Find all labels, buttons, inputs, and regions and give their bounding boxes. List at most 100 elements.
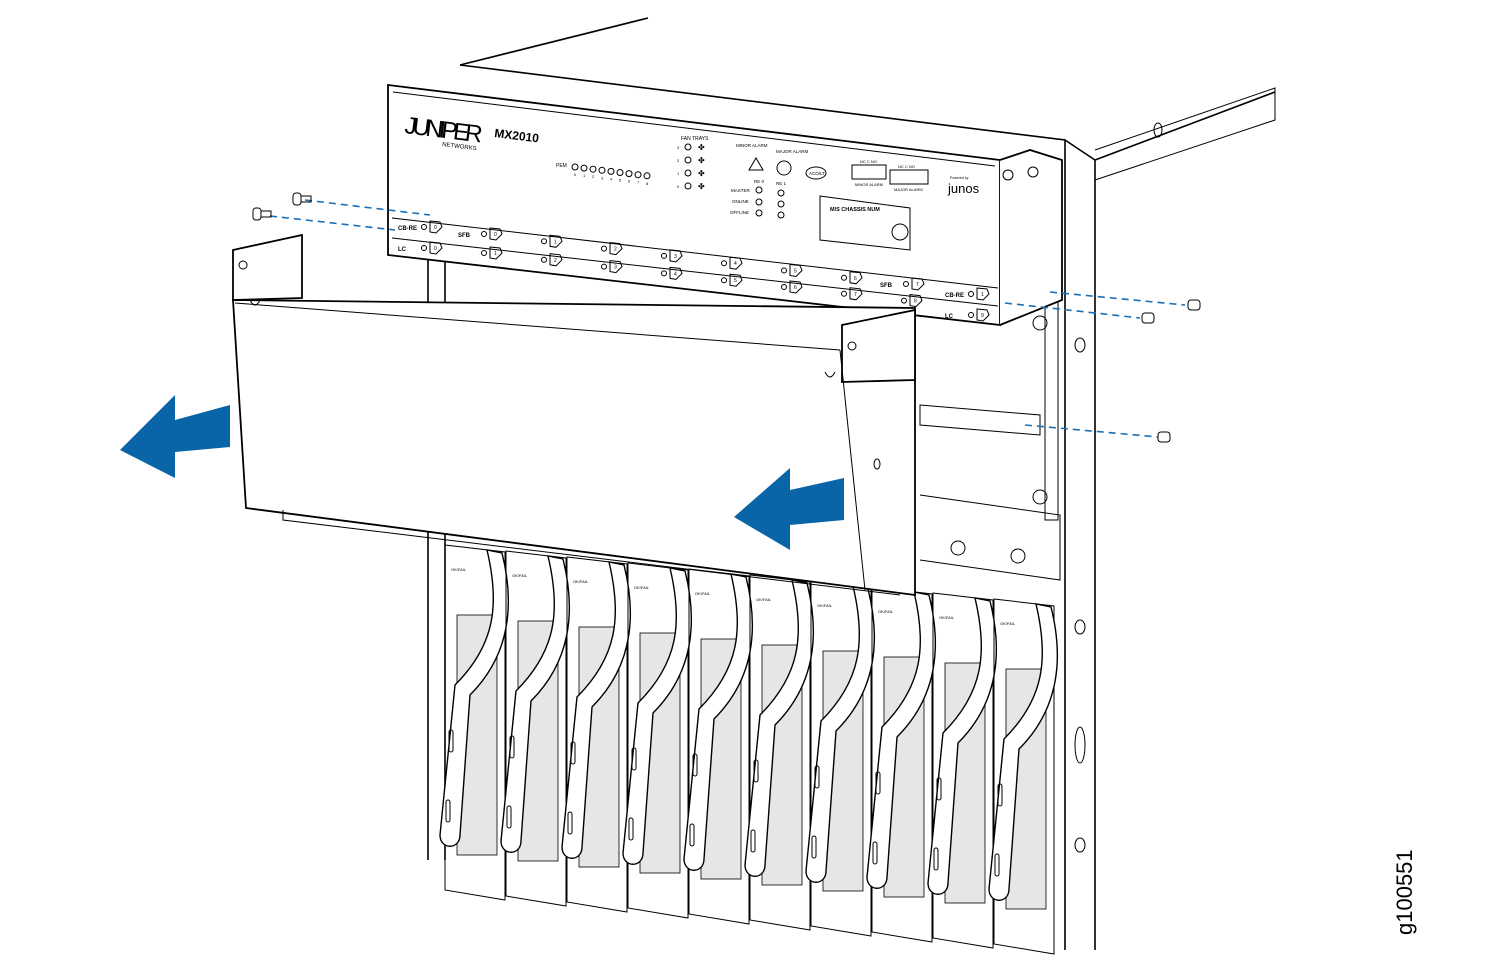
- lc-button[interactable]: [549, 253, 563, 267]
- fan-tray-number: 2: [677, 158, 680, 163]
- relay-contacts-label-2: NC C NO: [898, 164, 915, 169]
- lc-led: [968, 312, 974, 318]
- lc-button[interactable]: [789, 280, 803, 294]
- relay-contacts-label: NC C NO: [860, 159, 877, 164]
- figure-id: g100551: [1392, 849, 1417, 935]
- model-label: MX2010: [494, 126, 540, 145]
- sfb-button[interactable]: [549, 234, 563, 248]
- sfb-button[interactable]: [911, 277, 925, 291]
- lc-number: 6: [794, 285, 797, 291]
- minor-alarm-label: MINOR ALARM: [736, 143, 768, 148]
- sfb-button[interactable]: [849, 271, 863, 285]
- minor-alarm-triangle-icon: [748, 157, 764, 171]
- sfb-button[interactable]: [729, 256, 743, 270]
- line-card: OK/FAIL: [744, 574, 815, 931]
- card-status-label: OK/FAIL: [512, 573, 528, 578]
- sfb-number: 0: [494, 232, 497, 238]
- cb-re-number: 0: [434, 225, 437, 231]
- fan-icon: ✤: [698, 169, 705, 178]
- pem-label: PEM: [556, 163, 567, 169]
- lc-led: [781, 284, 787, 290]
- fan-tray-number: 1: [677, 171, 680, 176]
- lc-button[interactable]: [909, 294, 923, 308]
- major-alarm-led: [776, 160, 792, 176]
- lc-number: 2: [554, 258, 557, 264]
- sfb-led: [481, 231, 487, 237]
- sfb-button[interactable]: [669, 249, 683, 263]
- major-alarm-relay: [889, 169, 929, 185]
- card-ejector-handle[interactable]: [744, 579, 815, 877]
- lc-button[interactable]: [729, 273, 743, 287]
- screw-icon: [1141, 312, 1155, 324]
- pem-number: 0: [574, 172, 577, 177]
- thumbscrew-icon: [891, 223, 909, 241]
- card-ejector-handle[interactable]: [500, 555, 571, 853]
- relay-minor-label: MINOR ALARM: [855, 182, 883, 187]
- card-status-label: OK/FAIL: [756, 597, 772, 602]
- card-ejector-handle[interactable]: [683, 573, 754, 871]
- lc-number: 7: [854, 292, 857, 298]
- sfb-number: 5: [794, 269, 797, 275]
- cb-re-led: [968, 291, 974, 297]
- line-card: OK/FAIL: [805, 580, 876, 937]
- pem-led: [580, 164, 588, 172]
- card-status-label: OK/FAIL: [573, 579, 589, 584]
- screw-icon: [292, 192, 312, 206]
- lc-led: [421, 245, 427, 251]
- fan-trays-label: FAN TRAYS: [681, 136, 709, 142]
- fan-tray-led: [684, 156, 692, 164]
- lc-number: 4: [674, 271, 677, 277]
- card-ejector-handle[interactable]: [988, 603, 1059, 901]
- lc-button[interactable]: [669, 266, 683, 280]
- lc-button[interactable]: [609, 260, 623, 274]
- screw-icon: [1157, 431, 1171, 443]
- card-ejector-handle[interactable]: [439, 549, 510, 847]
- relay-major-label: MAJOR ALARM: [894, 187, 923, 192]
- pem-led: [607, 167, 615, 175]
- lc-number: 0: [434, 246, 437, 252]
- line-card: OK/FAIL: [561, 556, 632, 913]
- lc-button[interactable]: [976, 308, 990, 322]
- lc-led: [841, 290, 847, 297]
- card-ejector-handle[interactable]: [866, 591, 937, 889]
- sfb-led: [781, 267, 787, 274]
- sfb-button[interactable]: [489, 227, 503, 241]
- fan-tray-number: 3: [677, 145, 680, 150]
- removal-arrow-left: [120, 395, 230, 478]
- pem-number: 2: [592, 174, 595, 179]
- sfb-led: [841, 274, 847, 281]
- pem-number: 4: [610, 176, 613, 181]
- lc-number: 9: [981, 313, 984, 319]
- card-ejector-handle[interactable]: [561, 561, 632, 859]
- pem-number: 6: [628, 179, 631, 184]
- card-ejector-handle[interactable]: [927, 597, 998, 895]
- sfb-number: 6: [854, 276, 857, 282]
- fan-tray-led: [684, 169, 692, 177]
- lc-led: [541, 256, 547, 263]
- lc-button[interactable]: [429, 241, 443, 255]
- chassis-num-card: [819, 195, 911, 251]
- line-card: OK/FAIL: [622, 562, 693, 919]
- card-ejector-handle[interactable]: [622, 567, 693, 865]
- sfb-led: [661, 252, 667, 259]
- pem-number: 3: [601, 175, 604, 180]
- removal-arrow-center: [734, 468, 844, 550]
- fan-icon: ✤: [698, 143, 705, 152]
- line-card: OK/FAIL: [988, 598, 1059, 955]
- sfb-number: 7: [916, 282, 919, 288]
- pem-number: 8: [646, 181, 649, 186]
- sfb-led: [601, 245, 607, 252]
- lc-button[interactable]: [849, 287, 863, 301]
- cb-re-button[interactable]: [976, 287, 990, 301]
- sfb-button[interactable]: [609, 242, 623, 256]
- lc-button[interactable]: [489, 246, 503, 260]
- sfb-button[interactable]: [789, 263, 803, 278]
- lc-number: 1: [494, 251, 497, 257]
- fan-tray-led: [684, 182, 692, 190]
- sfb-label: SFB: [880, 283, 893, 289]
- card-ejector-handle[interactable]: [805, 585, 876, 883]
- sfb-label: SFB: [458, 233, 471, 239]
- cb-re-button[interactable]: [429, 220, 443, 234]
- aco-lt-button[interactable]: [805, 166, 827, 180]
